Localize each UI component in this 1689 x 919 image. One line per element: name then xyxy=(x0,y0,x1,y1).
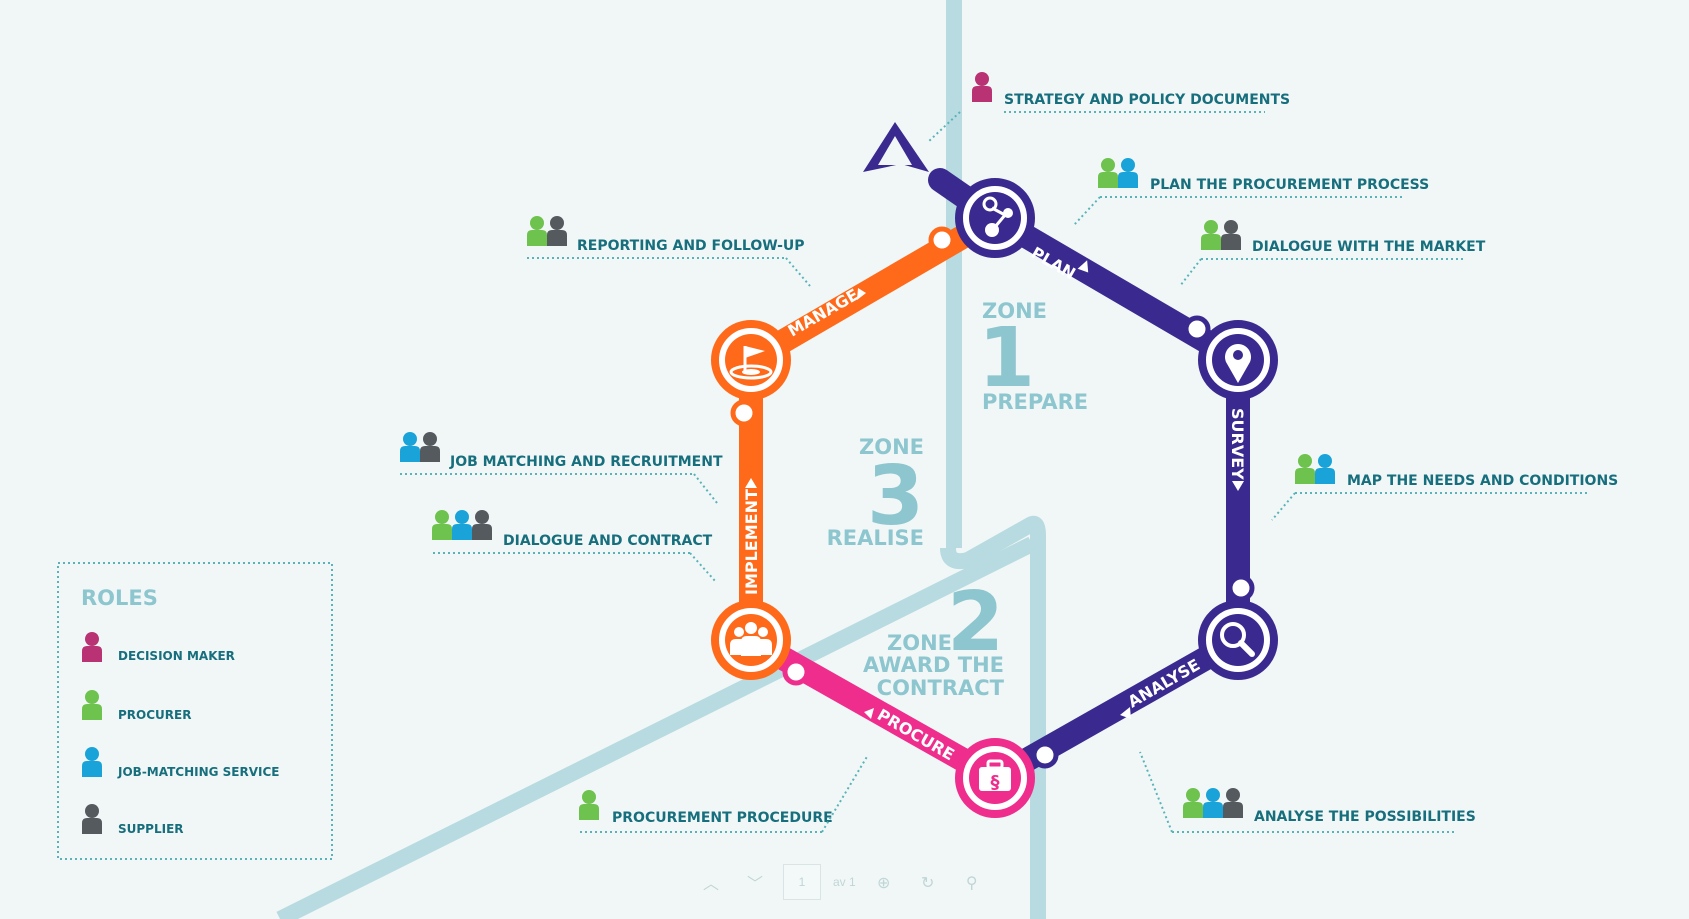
next-page-button[interactable]: ﹀ xyxy=(739,866,771,898)
legend-decision-maker: DECISION MAKER xyxy=(82,632,235,663)
activity-map-needs: MAP THE NEEDS AND CONDITIONS xyxy=(1271,454,1618,521)
svg-text:DECISION MAKER: DECISION MAKER xyxy=(118,649,235,663)
rotate-button[interactable]: ↻ xyxy=(912,866,944,898)
svg-text:PLAN THE PROCUREMENT PROCESS: PLAN THE PROCUREMENT PROCESS xyxy=(1150,177,1429,193)
previous-page-button[interactable]: ︿ xyxy=(695,866,727,898)
background-tracks xyxy=(276,0,1046,919)
implement-node[interactable] xyxy=(711,600,791,680)
phase-label-procure: PROCURE xyxy=(874,705,958,764)
viewer-toolbar: ︿ ﹀ 1 av 1 ⊕ ↻ ⚲ xyxy=(695,862,995,902)
zone-2-label: ZONE 2 AWARD THE CONTRACT xyxy=(863,575,1005,700)
chevron-up-icon: ︿ xyxy=(702,874,719,893)
svg-text:REPORTING AND FOLLOW-UP: REPORTING AND FOLLOW-UP xyxy=(577,238,805,254)
svg-text:§: § xyxy=(991,772,1000,793)
svg-text:CONTRACT: CONTRACT xyxy=(877,676,1005,700)
search-icon: ⚲ xyxy=(965,872,978,892)
connector-dots xyxy=(730,226,1255,769)
zoom-in-button[interactable]: ⊕ xyxy=(868,866,900,898)
chevron-down-icon: ﹀ xyxy=(746,874,763,893)
roles-title: ROLES xyxy=(81,586,158,610)
svg-text:REALISE: REALISE xyxy=(827,526,924,550)
svg-text:SUPPLIER: SUPPLIER xyxy=(118,822,184,836)
svg-text:ANALYSE THE POSSIBILITIES: ANALYSE THE POSSIBILITIES xyxy=(1254,809,1476,825)
activity-dialogue-market: DIALOGUE WITH THE MARKET xyxy=(1179,220,1486,287)
rotate-icon: ↻ xyxy=(920,872,935,892)
activity-analyse-possibilities: ANALYSE THE POSSIBILITIES xyxy=(1139,751,1476,833)
zone-3-label: ZONE 3 REALISE xyxy=(827,435,924,550)
svg-text:PROCUREMENT PROCEDURE: PROCUREMENT PROCEDURE xyxy=(612,810,833,826)
team-icon xyxy=(730,622,772,656)
svg-text:PROCURER: PROCURER xyxy=(118,708,191,722)
activity-plan-process: PLAN THE PROCUREMENT PROCESS xyxy=(1073,158,1429,226)
share-icon xyxy=(982,196,1013,237)
plan-node[interactable] xyxy=(955,178,1035,258)
svg-text:1: 1 xyxy=(978,311,1035,406)
svg-text:JOB MATCHING AND RECRUITMENT: JOB MATCHING AND RECRUITMENT xyxy=(449,454,723,470)
procure-node[interactable]: § xyxy=(955,738,1035,818)
manage-node[interactable] xyxy=(711,320,791,400)
svg-text:PREPARE: PREPARE xyxy=(982,390,1088,414)
survey-node[interactable] xyxy=(1198,320,1278,400)
legend-supplier: SUPPLIER xyxy=(82,804,184,836)
svg-text:DIALOGUE AND CONTRACT: DIALOGUE AND CONTRACT xyxy=(503,533,713,549)
target-flag-icon xyxy=(729,346,773,380)
activity-reporting: REPORTING AND FOLLOW-UP xyxy=(527,216,811,287)
svg-text:AWARD THE: AWARD THE xyxy=(863,653,1004,677)
svg-text:JOB-MATCHING SERVICE: JOB-MATCHING SERVICE xyxy=(117,765,280,779)
legend-procurer: PROCURER xyxy=(82,690,191,722)
activity-dialogue-contract: DIALOGUE AND CONTRACT xyxy=(432,510,717,583)
page-count: av 1 xyxy=(833,875,856,889)
svg-text:3: 3 xyxy=(867,449,924,544)
svg-text:ZONE: ZONE xyxy=(859,435,924,459)
page-number-input[interactable]: 1 xyxy=(783,864,821,900)
svg-text:MAP THE NEEDS AND CONDITIONS: MAP THE NEEDS AND CONDITIONS xyxy=(1347,473,1618,489)
legend-job-matching-service: JOB-MATCHING SERVICE xyxy=(82,747,280,779)
magnifier-icon xyxy=(1220,622,1255,657)
activity-job-matching: JOB MATCHING AND RECRUITMENT xyxy=(400,432,723,504)
svg-text:2: 2 xyxy=(947,575,1004,670)
activity-procurement-procedure: PROCUREMENT PROCEDURE xyxy=(579,754,869,833)
search-button[interactable]: ⚲ xyxy=(956,866,988,898)
phase-label-implement: IMPLEMENT xyxy=(742,489,761,595)
activity-strategy: STRATEGY AND POLICY DOCUMENTS xyxy=(927,72,1290,143)
svg-text:DIALOGUE WITH THE MARKET: DIALOGUE WITH THE MARKET xyxy=(1252,239,1486,255)
svg-text:ZONE: ZONE xyxy=(982,299,1047,323)
svg-text:STRATEGY AND POLICY DOCUMENTS: STRATEGY AND POLICY DOCUMENTS xyxy=(1004,92,1290,108)
zoom-in-icon: ⊕ xyxy=(876,872,891,892)
zone-1-label: ZONE 1 PREPARE xyxy=(978,299,1088,414)
phase-label-analyse: ANALYSE xyxy=(1125,655,1204,711)
analyse-node[interactable] xyxy=(1198,600,1278,680)
svg-text:ZONE: ZONE xyxy=(887,631,952,655)
phase-label-survey: SURVEY xyxy=(1228,408,1247,480)
roles-legend: ROLES DECISION MAKER PROCURER JOB-MATCHI… xyxy=(57,562,333,860)
location-pin-icon xyxy=(1225,344,1252,383)
legal-briefcase-icon: § xyxy=(979,759,1011,793)
